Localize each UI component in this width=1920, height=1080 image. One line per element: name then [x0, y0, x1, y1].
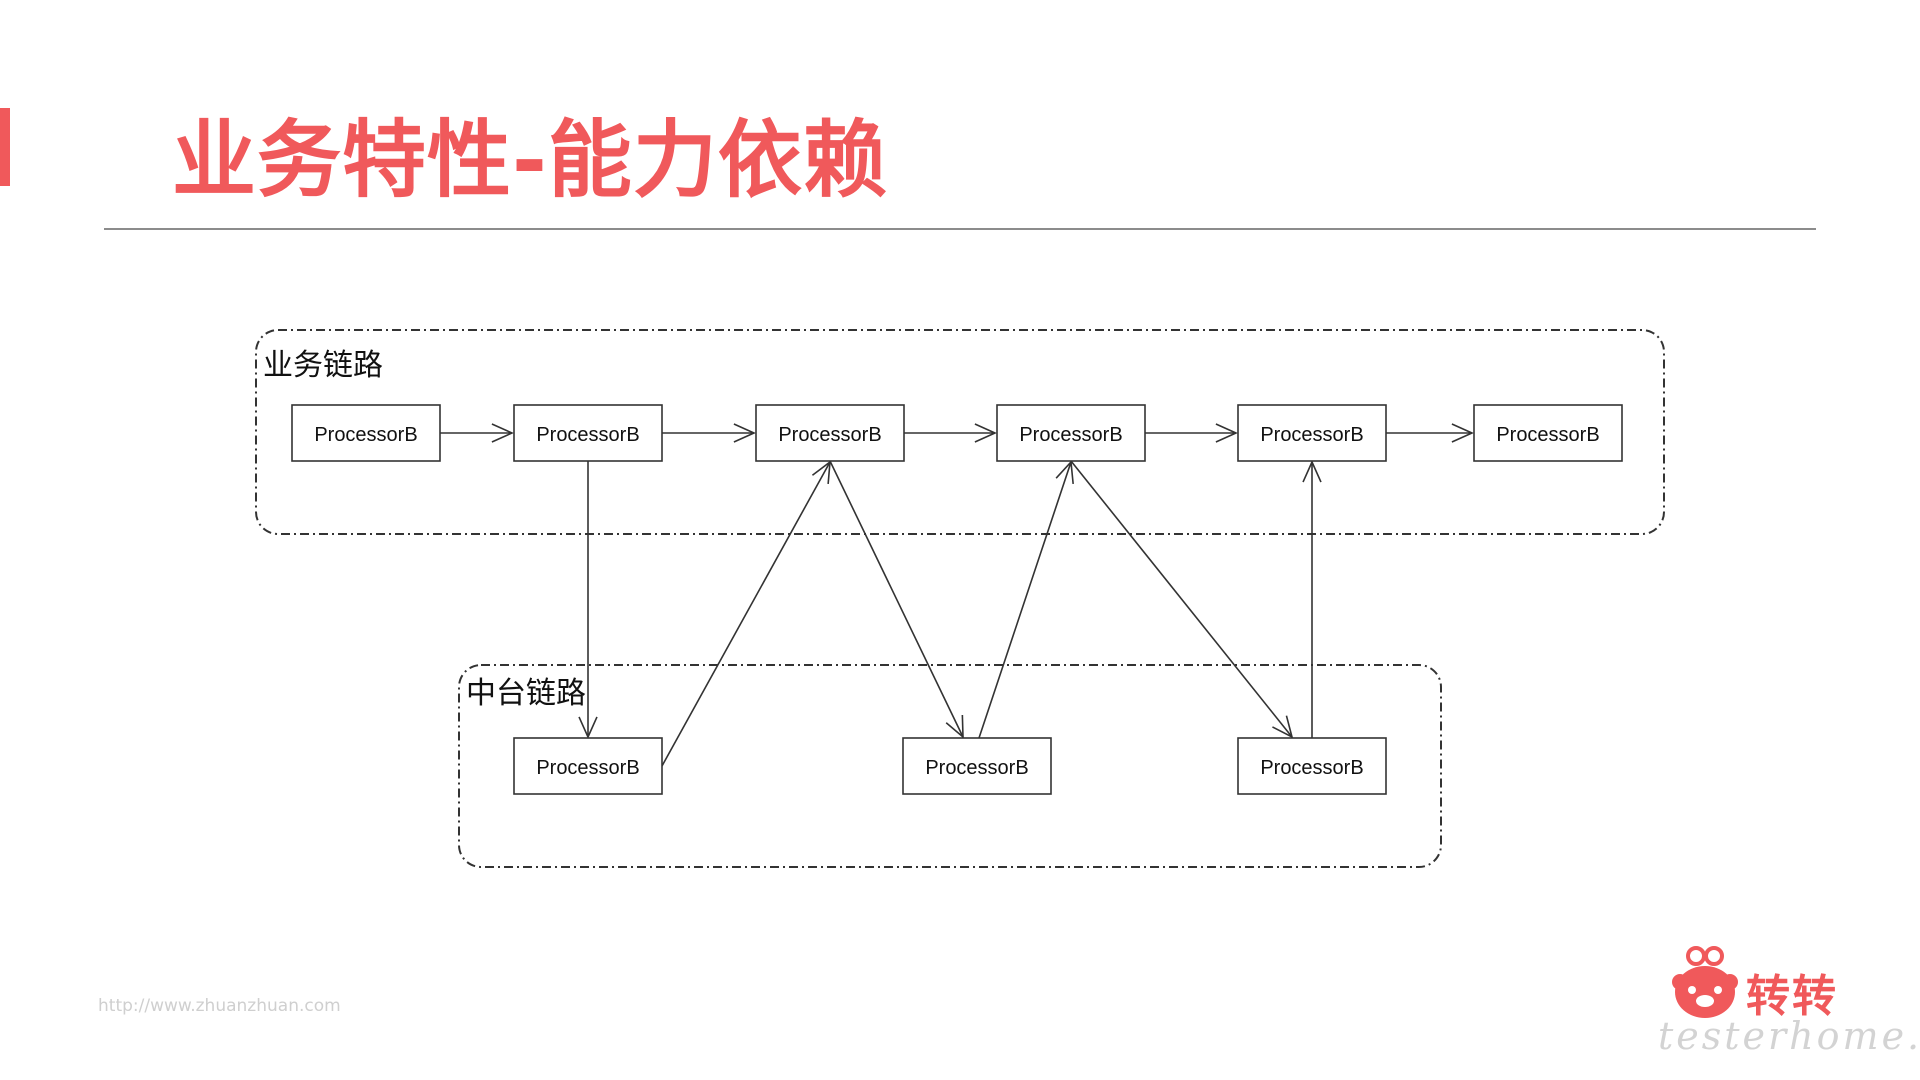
- node-b4-box: [996, 404, 1146, 462]
- title-divider: [104, 228, 1816, 230]
- footer-url: http://www.zhuanzhuan.com: [98, 996, 341, 1016]
- node-b3-box: [755, 404, 905, 462]
- edge-b3-m2: [829, 460, 964, 738]
- node-m2-box: [902, 737, 1052, 795]
- node-b6-box: [1473, 404, 1623, 462]
- node-m3-label: ProcessorB: [1260, 757, 1363, 779]
- node-m1-box: [513, 737, 663, 795]
- node-b1-label: ProcessorB: [314, 424, 417, 446]
- group-business-frame: [255, 329, 1665, 535]
- node-b5-box: [1237, 404, 1387, 462]
- accent-bar: [0, 108, 10, 186]
- arrowhead-b4-b5: [1215, 423, 1238, 443]
- node-b3-label: ProcessorB: [778, 424, 881, 446]
- arrowhead-b2-m1: [578, 716, 598, 739]
- page-title: 业务特性-能力依赖: [172, 111, 888, 209]
- arrowhead-b5-b6: [1451, 423, 1474, 443]
- group-business-label: 业务链路: [263, 348, 383, 383]
- brand-logo: 转转: [1672, 946, 1852, 1032]
- watermark: testerhome.com: [1658, 1014, 1920, 1058]
- node-m3-box: [1237, 737, 1387, 795]
- node-m2-label: ProcessorB: [925, 757, 1028, 779]
- node-b2-box: [513, 404, 663, 462]
- arrowhead-b1-b2: [491, 423, 514, 443]
- arrowhead-b3-m2: [945, 714, 964, 739]
- node-b6-label: ProcessorB: [1496, 424, 1599, 446]
- node-m1-label: ProcessorB: [536, 757, 639, 779]
- arrowhead-m3-b5: [1302, 460, 1322, 483]
- edge-m1-b3: [661, 461, 831, 767]
- node-b4-label: ProcessorB: [1019, 424, 1122, 446]
- group-platform-frame: [458, 664, 1442, 868]
- arrowhead-b4-m3: [1272, 715, 1294, 739]
- edge-b4-m3: [1070, 460, 1293, 738]
- pig-logo-icon: [1672, 946, 1738, 1018]
- brand-name: 转转: [1746, 971, 1838, 1022]
- arrowhead-b3-b4: [974, 423, 997, 443]
- edge-m2-b4: [978, 461, 1072, 739]
- node-b5-label: ProcessorB: [1260, 424, 1363, 446]
- group-platform-label: 中台链路: [466, 676, 586, 711]
- node-b1-box: [291, 404, 441, 462]
- arrowhead-b2-b3: [733, 423, 756, 443]
- node-b2-label: ProcessorB: [536, 424, 639, 446]
